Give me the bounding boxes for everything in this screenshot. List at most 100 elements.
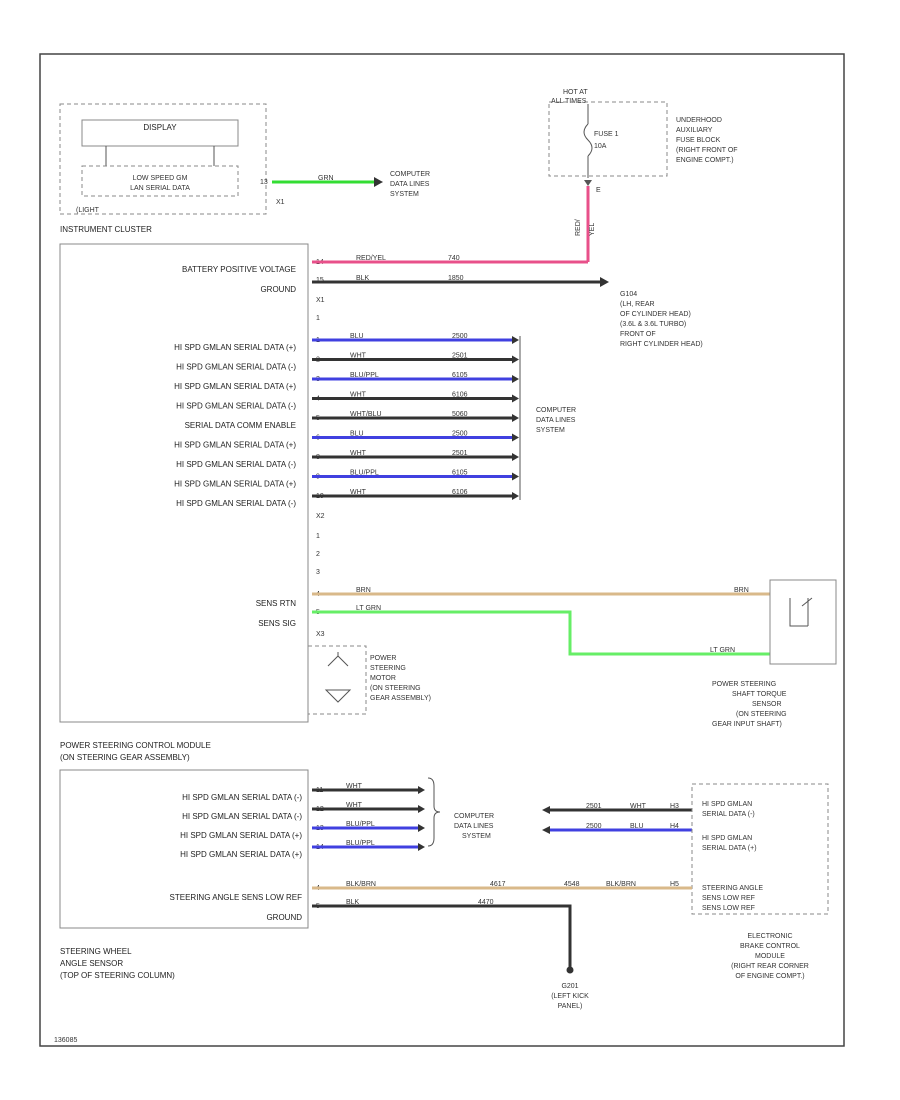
ebcm-label-5: STEERING ANGLE (702, 885, 763, 892)
data-row-label: SERIAL DATA COMM ENABLE (185, 421, 296, 430)
ebcm-label-1: HI SPD GMLAN (702, 801, 752, 808)
cluster-title: INSTRUMENT CLUSTER (60, 225, 152, 234)
fuse-conn-mark (584, 180, 592, 186)
dest-top-2: DATA LINES (390, 181, 430, 188)
power-row-battery: BATTERY POSITIVE VOLTAGE 14 RED/YEL 740 (182, 255, 588, 274)
fuse-block-box (548, 101, 668, 177)
swa-ground-color: BLK (346, 899, 360, 906)
data-row-circuit: 2500 (452, 333, 468, 340)
ebcm-lowref-pin: H5 (670, 881, 679, 888)
ebcm-3: MODULE (755, 953, 785, 960)
torque-sensor-box (769, 579, 837, 665)
data-row-label: HI SPD GMLAN SERIAL DATA (+) (174, 441, 296, 450)
swa-sensor-1: STEERING WHEEL (60, 947, 132, 956)
cluster-main-box (59, 243, 309, 723)
motor-5: GEAR ASSEMBLY) (370, 695, 431, 702)
fuse-pin: E (596, 187, 601, 194)
diagram-code: 136085 (54, 1037, 77, 1044)
sens-sig-right-color: LT GRN (710, 647, 735, 654)
pscm-1: POWER STEERING CONTROL MODULE (60, 741, 211, 750)
ebcm-label-2: SERIAL DATA (-) (702, 811, 755, 818)
fuse-amps: 10A (594, 143, 607, 150)
ground-wire-circuit: 1850 (448, 275, 464, 282)
swa-row-label: HI SPD GMLAN SERIAL DATA (+) (180, 831, 302, 840)
low-speed-label-1: LOW SPEED GM (133, 175, 188, 182)
fuse-block-4: (RIGHT FRONT OF (676, 147, 738, 154)
ground-arrow (600, 277, 609, 287)
fuse-name: FUSE 1 (594, 131, 619, 138)
ebcm-label-3: HI SPD GMLAN (702, 835, 752, 842)
ground1-2: (LH, REAR (620, 301, 655, 308)
ebcm-lowref-circuit: 4548 (564, 881, 580, 888)
motor-1: POWER (370, 655, 396, 662)
swa-row-color: BLU/PPL (346, 821, 375, 828)
data-row-color: BLU (350, 333, 364, 340)
motor-2: STEERING (370, 665, 406, 672)
data-row-arrow (512, 375, 519, 383)
arrow-top-green (374, 177, 383, 187)
data-row-color: BLU/PPL (350, 372, 379, 379)
ground1-5: FRONT OF (620, 331, 656, 338)
swa-rows: HI SPD GMLAN SERIAL DATA (-)11WHTHI SPD … (180, 783, 425, 859)
swa-row-label: HI SPD GMLAN SERIAL DATA (+) (180, 850, 302, 859)
sens-rtn-color: BRN (356, 587, 371, 594)
ground-label: GROUND (260, 285, 296, 294)
data-row-circuit: 6106 (452, 489, 468, 496)
hot-at-2: ALL TIMES (551, 98, 587, 105)
data-row-color: WHT/BLU (350, 411, 382, 418)
swa-lowref-circuit: 4617 (490, 881, 506, 888)
ground2-2: (LEFT KICK (551, 993, 589, 1000)
data-row-label: HI SPD GMLAN SERIAL DATA (-) (176, 402, 296, 411)
wire-top-green-color: GRN (318, 175, 334, 182)
cluster-pin-top: 13 (260, 179, 268, 186)
pscm-2: (ON STEERING GEAR ASSEMBLY) (60, 753, 190, 762)
ebcm-label-7: SENS LOW REF (702, 905, 755, 912)
fuse-block-2: AUXILIARY (676, 127, 713, 134)
ground2-1: G201 (561, 983, 578, 990)
data-dest-1: COMPUTER (536, 407, 576, 414)
wire-vertical-1: RED/ (575, 219, 582, 236)
swa-sensor-3: (TOP OF STEERING COLUMN) (60, 971, 175, 980)
motor-box (307, 645, 367, 715)
sensor-conn: X3 (316, 631, 325, 638)
ground2-dot (566, 966, 574, 974)
swa-row-arrow (418, 824, 425, 832)
torque-2: SHAFT TORQUE (732, 691, 787, 698)
data-row-arrow (512, 336, 519, 344)
motor-3: MOTOR (370, 675, 396, 682)
fuse-block-1: UNDERHOOD (676, 117, 722, 124)
data-dest-2: DATA LINES (536, 417, 576, 424)
data-row-arrow (512, 492, 519, 500)
swa-row-arrow (418, 805, 425, 813)
data-row-arrow (512, 355, 519, 364)
data-row-color: BLU (350, 431, 364, 438)
swa-sensor-2: ANGLE SENSOR (60, 959, 123, 968)
swa-lowref-color: BLK/BRN (346, 881, 376, 888)
x2-pin-3: 3 (316, 569, 320, 576)
swa-lowref-label: STEERING ANGLE SENS LOW REF (170, 893, 303, 902)
fuse-block-3: FUSE BLOCK (676, 137, 721, 144)
ebcm-row-pin: H4 (670, 823, 679, 830)
data-row-circuit: 2500 (452, 431, 468, 438)
ebcm-row-arrow (542, 826, 550, 834)
data-row-label: HI SPD GMLAN SERIAL DATA (-) (176, 499, 296, 508)
wire-blk-ground2 (312, 904, 572, 968)
cluster-conn-top: X1 (276, 199, 285, 206)
data-row-arrow (512, 433, 519, 442)
sens-sig-label: SENS SIG (258, 619, 296, 628)
data-row-color: BLU/PPL (350, 470, 379, 477)
data-row-color: WHT (350, 392, 367, 399)
data-row-color: WHT (350, 450, 367, 457)
ebcm-2: BRAKE CONTROL (740, 943, 800, 950)
ebcm-row-pin: H3 (670, 803, 679, 810)
x2-pin-2: 2 (316, 551, 320, 558)
swa-box (59, 769, 309, 929)
data-dest-3: SYSTEM (536, 427, 565, 434)
swa-bracket (427, 777, 441, 847)
data-conn-pin: 1 (316, 315, 320, 322)
swa-dest-2: DATA LINES (454, 823, 494, 830)
data-rows: HI SPD GMLAN SERIAL DATA (+)1BLU2500HI S… (174, 333, 519, 508)
ebcm-4: (RIGHT REAR CORNER (731, 963, 809, 970)
motor-symbol (324, 652, 352, 703)
